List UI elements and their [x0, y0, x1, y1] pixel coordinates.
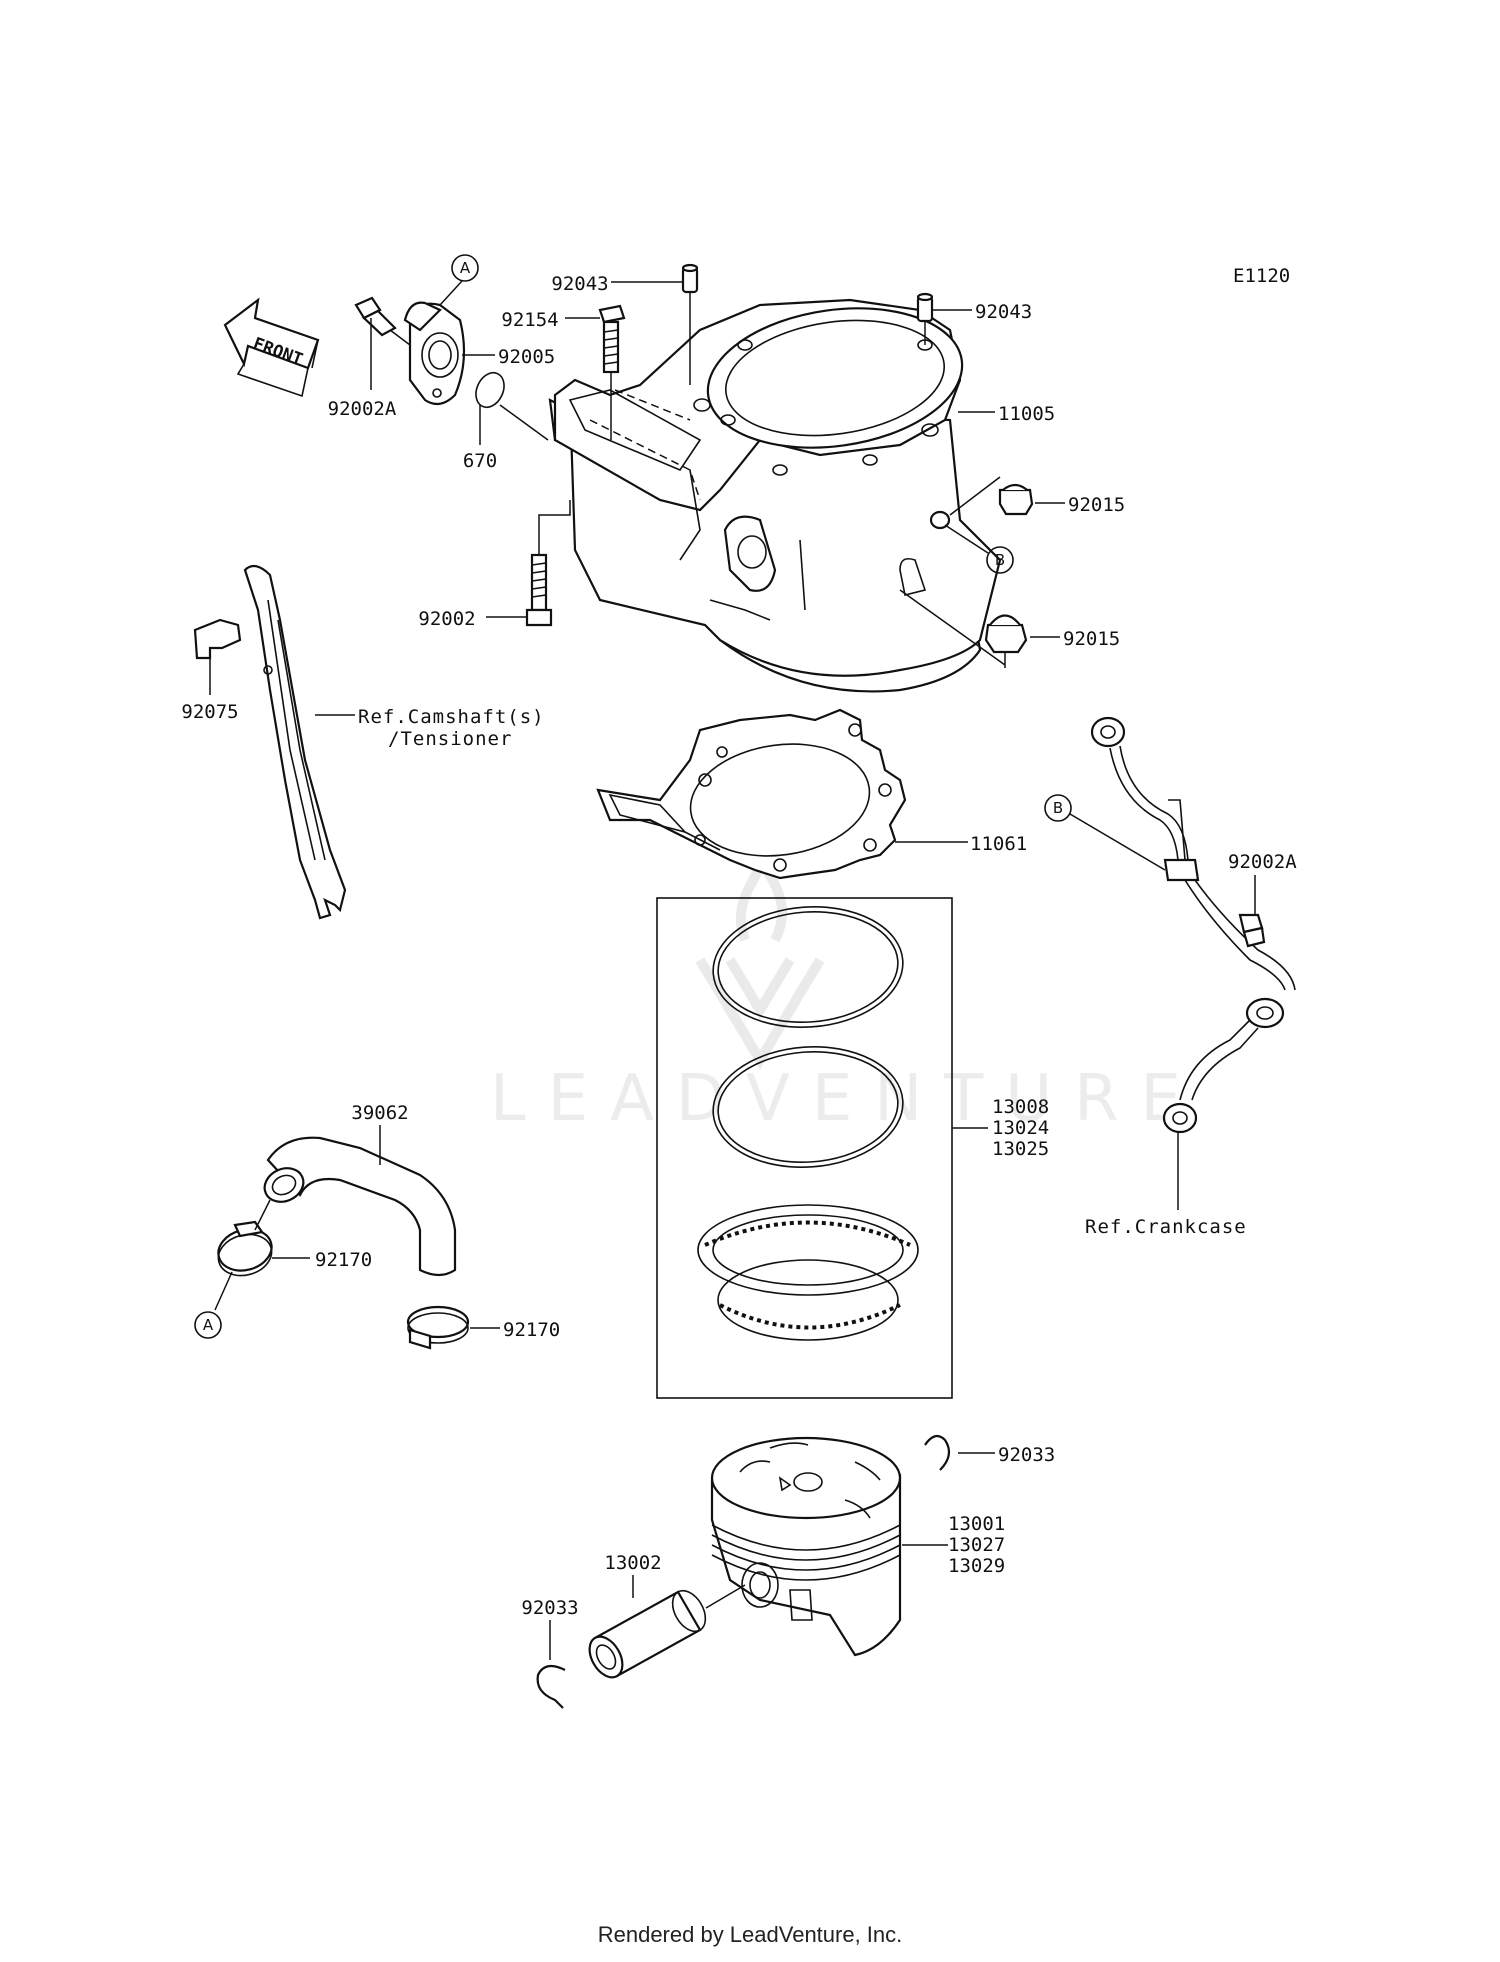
label-13025: 13025 — [992, 1138, 1049, 1160]
o-ring-670 — [475, 371, 549, 445]
bolt-92002A-right — [1238, 875, 1266, 948]
label-92170-right: 92170 — [503, 1319, 560, 1341]
label-92043-right: 92043 — [975, 301, 1032, 323]
circlip-92033-right — [924, 1434, 995, 1471]
hose-clamp-92170-right — [406, 1305, 500, 1350]
chain-guide — [243, 564, 355, 920]
label-92015-upper: 92015 — [1068, 494, 1125, 516]
label-92033-left: 92033 — [521, 1597, 578, 1619]
piston-13001 — [710, 1436, 948, 1657]
label-39062: 39062 — [351, 1102, 408, 1124]
watermark-logo-icon — [695, 843, 825, 1070]
bolt-92154 — [565, 304, 626, 440]
circlip-92033-left — [536, 1620, 566, 1709]
label-13002: 13002 — [604, 1552, 661, 1574]
label-670: 670 — [463, 450, 497, 472]
watermark-text: LEADVENTURE — [490, 1062, 1203, 1136]
piston-pin-13002 — [588, 1575, 746, 1679]
label-13024: 13024 — [992, 1117, 1049, 1139]
label-11061: 11061 — [970, 833, 1027, 855]
piston-rings-13008 — [697, 905, 988, 1341]
bolt-92002A-left — [354, 296, 411, 390]
label-92075: 92075 — [181, 701, 238, 723]
diagram-code: E1120 — [1233, 265, 1290, 287]
label-92043-top: 92043 — [551, 273, 608, 295]
clip-92075 — [193, 618, 242, 695]
flange-92005 — [403, 301, 495, 406]
hose-39062 — [263, 1125, 457, 1277]
cap-nut-92015-upper — [949, 476, 1065, 516]
callout-b-cylinder-text: B — [995, 551, 1005, 569]
label-13001: 13001 — [948, 1513, 1005, 1535]
callout-a-top-text: A — [460, 259, 471, 277]
piston-ring-set-box — [656, 897, 953, 1399]
callout-b-cylinder: B — [944, 524, 1014, 574]
label-92002A-right: 92002A — [1228, 851, 1297, 873]
cylinder-11005 — [548, 298, 1002, 693]
ref-camshaft-line2: /Tensioner — [388, 728, 512, 750]
label-92002A-left: 92002A — [328, 398, 397, 420]
label-13008: 13008 — [992, 1096, 1049, 1118]
label-92002: 92002 — [418, 608, 475, 630]
label-13029: 13029 — [948, 1555, 1005, 1577]
watermark: LEADVENTURE — [490, 843, 1203, 1136]
dowel-pin-92043-right — [916, 292, 972, 345]
hose-clamp-92170-left — [214, 1199, 310, 1311]
dowel-pin-92043-top — [611, 263, 699, 385]
callout-a-lower-text: A — [203, 1316, 214, 1334]
bolt-92002 — [486, 500, 571, 627]
label-92170-left: 92170 — [315, 1249, 372, 1271]
callout-b-pipe: B — [1044, 794, 1166, 871]
label-92005: 92005 — [498, 346, 555, 368]
label-92154: 92154 — [501, 309, 558, 331]
ref-camshaft-line1: Ref.Camshaft(s) — [358, 706, 545, 728]
cap-nut-92015-lower — [899, 589, 1060, 668]
ref-crankcase: Ref.Crankcase — [1085, 1216, 1247, 1238]
callout-b-pipe-text: B — [1053, 799, 1063, 817]
oil-pipe — [1090, 716, 1296, 1210]
label-92015-lower: 92015 — [1063, 628, 1120, 650]
callout-a-lower: A — [194, 1311, 222, 1339]
label-92033-right: 92033 — [998, 1444, 1055, 1466]
label-11005: 11005 — [998, 403, 1055, 425]
gasket-11061 — [596, 708, 968, 880]
footer-credit: Rendered by LeadVenture, Inc. — [597, 1922, 903, 1947]
label-13027: 13027 — [948, 1534, 1005, 1556]
callout-a-top: A — [439, 254, 479, 306]
front-arrow-icon: FRONT — [223, 297, 320, 398]
